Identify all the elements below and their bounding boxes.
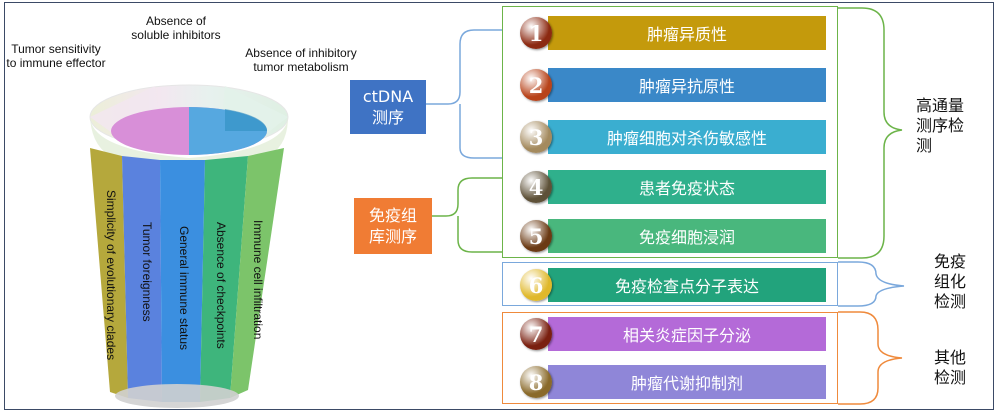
top-label-metabolism: Absence of inhibitory tumor metabolism [245, 46, 357, 74]
item-bar: 免疫检查点分子表达 [548, 268, 826, 302]
item-number-badge: 7 [520, 318, 552, 350]
cup-bottom [115, 384, 239, 408]
item-number-badge: 1 [520, 17, 552, 49]
cup-strip-5 [230, 148, 284, 398]
cup-strip-4 [200, 156, 248, 402]
item-number-badge: 5 [520, 220, 552, 252]
item-bar: 免疫细胞浸润 [548, 219, 826, 253]
item-number-badge: 4 [520, 171, 552, 203]
repertoire-tag: 免疫组 库测序 [354, 198, 432, 254]
cup-strip-2 [122, 156, 162, 402]
item-number-badge: 8 [520, 366, 552, 398]
top-label-sensitivity: Tumor sensitivity to immune effector [6, 42, 106, 70]
top-label-soluble: Absence of soluble inhibitors [131, 14, 221, 42]
cup-mouth-teal [225, 109, 268, 131]
item-bar: 肿瘤细胞对杀伤敏感性 [548, 120, 826, 154]
ctdna-bracket [424, 29, 502, 159]
item-number-badge: 6 [520, 269, 552, 301]
item-bar: 相关炎症因子分泌 [548, 317, 826, 351]
cup-strip-1 [90, 148, 128, 398]
group-box-other [502, 312, 838, 404]
repertoire-bracket [432, 177, 502, 253]
item-number-badge: 2 [520, 69, 552, 101]
item-bar: 肿瘤异质性 [548, 16, 826, 50]
ihc-brace [838, 261, 905, 307]
side-label-other: 其他 检测 [934, 348, 967, 387]
item-bar: 肿瘤异抗原性 [548, 68, 826, 102]
ctdna-tag: ctDNA 测序 [350, 80, 426, 134]
item-number-badge: 3 [520, 121, 552, 153]
group-box-ihc [502, 262, 838, 306]
group-box-hts [502, 6, 838, 258]
item-bar: 患者免疫状态 [548, 170, 826, 204]
other-brace [838, 311, 903, 405]
cup-strip-3 [160, 160, 205, 402]
item-bar: 肿瘤代谢抑制剂 [548, 365, 826, 399]
outer-frame [4, 2, 994, 410]
hts-brace [838, 7, 903, 259]
side-label-hts: 高通量 测序检 测 [916, 96, 965, 155]
side-label-ihc: 免疫 组化 检测 [934, 252, 967, 311]
